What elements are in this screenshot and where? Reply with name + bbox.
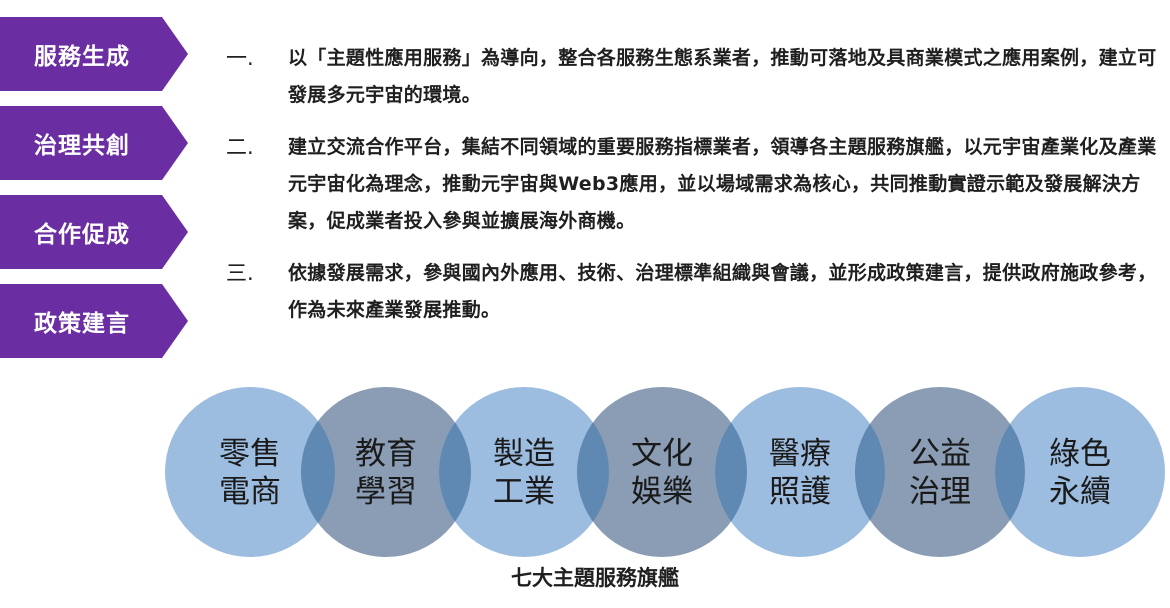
item-number: 二.: [226, 135, 254, 159]
flagship-label: 治理: [909, 474, 971, 510]
flagship-label: 工業: [493, 474, 555, 510]
list-item: 一. 以「主題性應用服務」為導向，整合各服務生態系業者，推動可落地及具商業模式之…: [226, 40, 1166, 114]
item-number: 三.: [226, 261, 254, 285]
flagship-label: 製造: [493, 436, 555, 472]
list-item: 二. 建立交流合作平台，集結不同領域的重要服務指標業者，領導各主題服務旗艦，以元…: [226, 129, 1166, 240]
flagship-label: 電商: [219, 474, 281, 510]
item-text: 以「主題性應用服務」為導向，整合各服務生態系業者，推動可落地及具商業模式之應用案…: [288, 47, 1157, 106]
tag-cooperation: 合作促成: [0, 195, 188, 269]
item-text: 建立交流合作平台，集結不同領域的重要服務指標業者，領導各主題服務旗艦，以元宇宙產…: [288, 136, 1157, 232]
flagship-circle: [577, 387, 747, 557]
item-number: 一.: [226, 46, 254, 70]
item-text: 依據發展需求，參與國內外應用、技術、治理標準組織與會議，並形成政策建言，提供政府…: [288, 262, 1157, 321]
flagship-circle: [439, 387, 609, 557]
flagship-label: 永續: [1049, 474, 1111, 510]
flagship-label: 學習: [355, 474, 417, 510]
tag-policy-advice: 政策建言: [0, 284, 188, 358]
flagship-caption: 七大主題服務旗艦: [511, 566, 679, 590]
flagship-label: 文化: [631, 436, 693, 472]
tag-service-generation: 服務生成: [0, 17, 188, 91]
flagship-label: 零售: [219, 436, 281, 472]
flagship-circle: [715, 387, 885, 557]
flagship-label: 醫療: [769, 436, 831, 472]
tag-governance-cocreation: 治理共創: [0, 106, 188, 180]
flagship-circle: [301, 387, 471, 557]
list-item: 三. 依據發展需求，參與國內外應用、技術、治理標準組織與會議，並形成政策建言，提…: [226, 255, 1166, 329]
flagship-circle: [165, 387, 335, 557]
flagship-label: 公益: [909, 436, 971, 472]
item-list: 一. 以「主題性應用服務」為導向，整合各服務生態系業者，推動可落地及具商業模式之…: [226, 40, 1166, 344]
flagship-label: 照護: [769, 474, 831, 510]
flagship-label: 娛樂: [631, 474, 693, 510]
flagship-label: 教育: [355, 436, 417, 472]
flagship-circle: [995, 387, 1165, 557]
flagship-circle: [855, 387, 1025, 557]
flagship-label: 綠色: [1049, 436, 1111, 472]
